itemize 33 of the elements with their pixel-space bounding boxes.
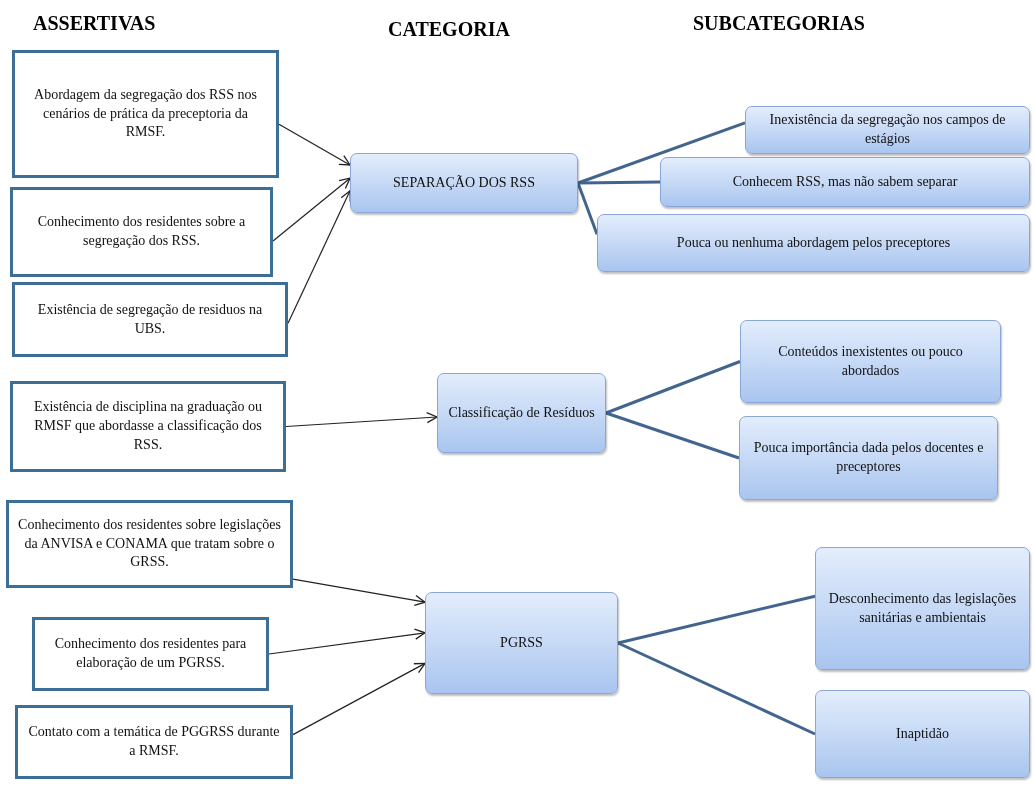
connector-line: [605, 411, 740, 460]
subcategory-box: Inexistência da segregação nos campos de estágios: [745, 106, 1030, 154]
category-box: Classificação de Resíduos: [437, 373, 606, 453]
arrow: [292, 662, 426, 736]
connector-line: [605, 360, 741, 415]
arrow: [287, 190, 351, 324]
column-heading: SUBCATEGORIAS: [693, 12, 865, 35]
statement-box: Abordagem da segregação dos RSS nos cenários de prática da preceptoria da RMSF.: [12, 50, 279, 178]
arrow: [278, 123, 351, 166]
subcategory-box: Conhecem RSS, mas não sabem separar: [660, 157, 1030, 207]
subcategory-box: Inaptidão: [815, 690, 1030, 778]
connector-line: [617, 594, 816, 645]
connector-line: [617, 641, 816, 736]
arrow: [272, 177, 351, 242]
statement-box: Conhecimento dos residentes sobre a segregação dos RSS.: [10, 187, 273, 277]
category-box: PGRSS: [425, 592, 618, 694]
statement-box: Existência de segregação de residuos na UBS.: [12, 282, 288, 357]
arrow: [292, 578, 426, 607]
category-box: SEPARAÇÃO DOS RSS: [350, 153, 578, 213]
connector-line: [577, 180, 661, 185]
subcategory-box: Desconhecimento das legislações sanitárias e ambientais: [815, 547, 1030, 670]
arrow: [268, 628, 426, 655]
arrow: [285, 412, 438, 428]
statement-box: Conhecimento dos residentes sobre legislações da ANVISA e CONAMA que tratam sobre o GRSS.: [6, 500, 293, 588]
subcategory-box: Conteúdos inexistentes ou pouco abordados: [740, 320, 1001, 403]
column-heading: ASSERTIVAS: [33, 12, 156, 35]
statement-box: Existência de disciplina na graduação ou RMSF que abordasse a classificação dos RSS.: [10, 381, 286, 472]
subcategory-box: Pouca ou nenhuma abordagem pelos preceptores: [597, 214, 1030, 272]
statement-box: Contato com a temática de PGGRSS durante a RMSF.: [15, 705, 293, 779]
column-heading: CATEGORIA: [388, 18, 510, 41]
statement-box: Conhecimento dos residentes para elaboração de um PGRSS.: [32, 617, 269, 691]
connector-line: [576, 182, 599, 235]
subcategory-box: Pouca importância dada pelos docentes e preceptores: [739, 416, 998, 500]
